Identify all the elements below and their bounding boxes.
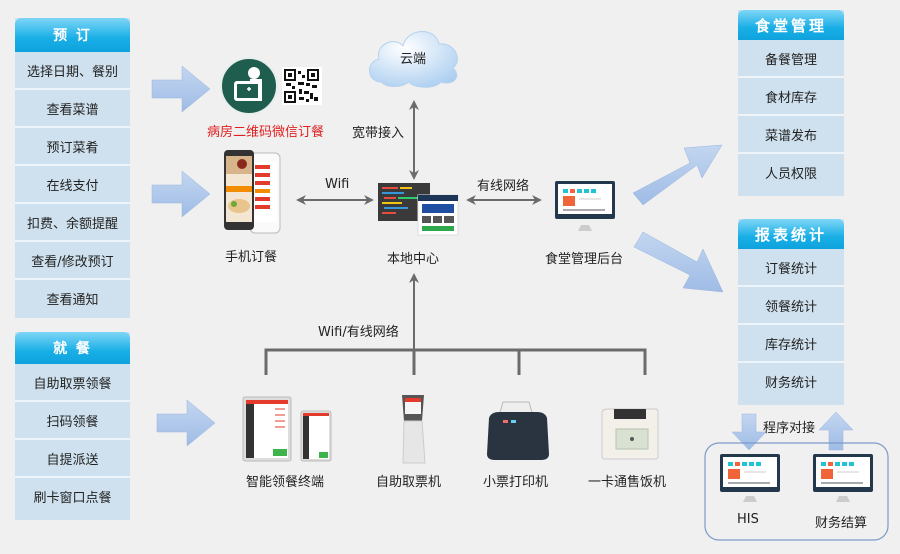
mobile-phone-icon <box>224 150 281 234</box>
block-arrow-down-right <box>633 231 724 293</box>
local-center-label: 本地中心 <box>387 252 440 267</box>
booking-panel: 预 订 选择日期、餐别 查看菜谱 预订菜肴 在线支付 扣费、余额提醒 查看/修改… <box>15 18 130 318</box>
booking-item: 在线支付 <box>15 164 130 202</box>
dining-item: 自助取票领餐 <box>33 376 112 392</box>
kiosk-label: 自助取票机 <box>376 475 442 490</box>
ward-wechat-icon <box>220 57 278 115</box>
canteen-mgmt-item: 人员权限 <box>738 152 844 190</box>
finance-monitor-icon <box>813 454 873 502</box>
dining-item: 自提派送 <box>15 438 130 476</box>
local-center-icon <box>378 183 459 236</box>
block-arrow-right <box>151 65 211 113</box>
cloud-label: 云端 <box>400 52 427 67</box>
his-label: HIS <box>737 512 759 527</box>
booking-item: 扣费、余额提醒 <box>15 202 130 240</box>
smart-terminal-label: 智能领餐终端 <box>246 475 325 490</box>
receipt-printer-icon <box>487 401 549 460</box>
qr-code-icon <box>282 67 322 105</box>
canteen-mgmt-item: 菜谱发布 <box>738 114 844 152</box>
finance-label: 财务结算 <box>815 516 868 531</box>
booking-item: 预订菜肴 <box>15 126 130 164</box>
connector-device-bus <box>264 348 647 375</box>
backend-label: 食堂管理后台 <box>545 252 624 267</box>
reports-item: 订餐统计 <box>764 261 817 277</box>
smart-terminal-icon <box>242 396 332 462</box>
wifi-label: Wifi <box>325 177 350 192</box>
block-arrow-up <box>818 411 854 451</box>
external-systems-box <box>704 442 889 541</box>
backend-monitor-icon <box>555 181 615 231</box>
canteen-mgmt-panel: 食堂管理 备餐管理 食材库存 菜谱发布 人员权限 <box>738 10 844 196</box>
booking-item: 查看通知 <box>15 278 130 316</box>
card-machine-label: 一卡通售饭机 <box>588 475 667 490</box>
block-arrow-down <box>731 413 767 451</box>
cloud-icon <box>369 31 458 88</box>
program-dock-label: 程序对接 <box>763 421 816 436</box>
reports-item: 财务统计 <box>738 361 844 399</box>
reports-item: 领餐统计 <box>738 285 844 323</box>
booking-panel-title: 预 订 <box>15 18 130 52</box>
block-arrow-right <box>151 170 211 218</box>
reports-item: 库存统计 <box>738 323 844 361</box>
wifi-wired-label: Wifi/有线网络 <box>318 325 399 340</box>
canteen-mgmt-item: 备餐管理 <box>764 52 817 68</box>
booking-item: 查看/修改预订 <box>15 240 130 278</box>
reports-title: 报表统计 <box>738 219 844 249</box>
mobile-label: 手机订餐 <box>225 250 278 265</box>
dining-panel: 就 餐 自助取票领餐 扫码领餐 自提派送 刷卡窗口点餐 <box>15 332 130 520</box>
booking-item: 选择日期、餐别 <box>26 64 118 80</box>
booking-item: 查看菜谱 <box>15 88 130 126</box>
his-monitor-icon <box>720 454 780 502</box>
printer-label: 小票打印机 <box>483 475 549 490</box>
dining-item: 扫码领餐 <box>15 400 130 438</box>
card-machine-icon <box>601 408 659 460</box>
wired-label: 有线网络 <box>477 179 530 194</box>
canteen-mgmt-item: 食材库存 <box>738 76 844 114</box>
dining-item: 刷卡窗口点餐 <box>15 476 130 514</box>
block-arrow-up-right <box>632 144 723 206</box>
reports-panel: 报表统计 订餐统计 领餐统计 库存统计 财务统计 <box>738 219 844 405</box>
kiosk-icon <box>402 395 426 464</box>
ward-qr-label: 病房二维码微信订餐 <box>207 125 325 140</box>
block-arrow-right <box>156 399 216 447</box>
broadband-label: 宽带接入 <box>352 126 405 141</box>
dining-panel-title: 就 餐 <box>15 332 130 364</box>
canteen-mgmt-title: 食堂管理 <box>738 10 844 40</box>
